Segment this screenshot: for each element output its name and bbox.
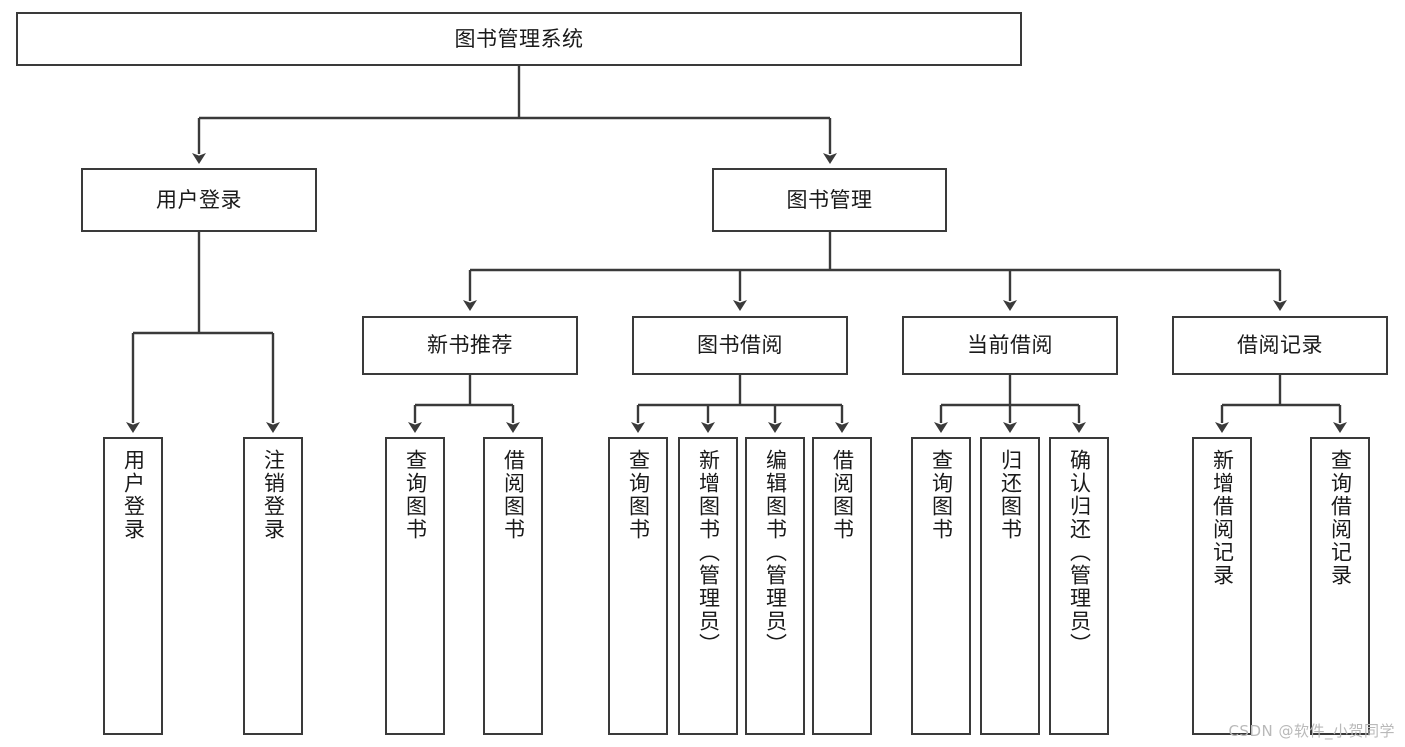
leaf-newbook-query[interactable]: 查询图书 bbox=[385, 437, 445, 735]
leaf-current-confirm-return[interactable]: 确认归还（管理员） bbox=[1049, 437, 1109, 735]
node-root-label: 图书管理系统 bbox=[454, 26, 584, 51]
leaf-borrow-query[interactable]: 查询图书 bbox=[608, 437, 668, 735]
leaf-user-login[interactable]: 用户登录 bbox=[103, 437, 163, 735]
node-root[interactable]: 图书管理系统 bbox=[16, 12, 1022, 66]
node-borrow-records-label: 借阅记录 bbox=[1237, 333, 1323, 358]
leaf-user-logout-label: 注销登录 bbox=[261, 449, 286, 541]
leaf-records-query[interactable]: 查询借阅记录 bbox=[1310, 437, 1370, 735]
leaf-borrow-lend-book-label: 借阅图书 bbox=[830, 449, 855, 541]
leaf-borrow-query-label: 查询图书 bbox=[626, 449, 651, 541]
leaf-current-confirm-return-label: 确认归还（管理员） bbox=[1067, 449, 1092, 656]
node-book-management-label: 图书管理 bbox=[786, 187, 873, 212]
leaf-current-return[interactable]: 归还图书 bbox=[980, 437, 1040, 735]
leaf-borrow-lend-book[interactable]: 借阅图书 bbox=[812, 437, 872, 735]
leaf-user-login-label: 用户登录 bbox=[121, 449, 146, 541]
leaf-current-query[interactable]: 查询图书 bbox=[911, 437, 971, 735]
node-borrow-records[interactable]: 借阅记录 bbox=[1172, 316, 1388, 375]
node-new-book-recommend-label: 新书推荐 bbox=[427, 333, 513, 358]
leaf-newbook-query-label: 查询图书 bbox=[403, 449, 428, 541]
leaf-newbook-borrow[interactable]: 借阅图书 bbox=[483, 437, 543, 735]
csdn-watermark: CSDN @软件_小贺同学 bbox=[1228, 722, 1395, 740]
leaf-current-query-label: 查询图书 bbox=[929, 449, 954, 541]
node-current-borrow-label: 当前借阅 bbox=[967, 333, 1053, 358]
node-user-login[interactable]: 用户登录 bbox=[81, 168, 317, 232]
leaf-user-logout[interactable]: 注销登录 bbox=[243, 437, 303, 735]
leaf-records-add[interactable]: 新增借阅记录 bbox=[1192, 437, 1252, 735]
leaf-borrow-edit-book[interactable]: 编辑图书（管理员） bbox=[745, 437, 805, 735]
leaf-borrow-add-book[interactable]: 新增图书（管理员） bbox=[678, 437, 738, 735]
node-book-borrow-label: 图书借阅 bbox=[697, 333, 783, 358]
node-new-book-recommend[interactable]: 新书推荐 bbox=[362, 316, 578, 375]
node-user-login-label: 用户登录 bbox=[156, 187, 242, 212]
leaf-borrow-edit-book-label: 编辑图书（管理员） bbox=[763, 449, 788, 656]
leaf-records-add-label: 新增借阅记录 bbox=[1210, 449, 1235, 587]
leaf-current-return-label: 归还图书 bbox=[998, 449, 1023, 541]
node-book-management[interactable]: 图书管理 bbox=[712, 168, 947, 232]
leaf-records-query-label: 查询借阅记录 bbox=[1328, 449, 1353, 587]
node-current-borrow[interactable]: 当前借阅 bbox=[902, 316, 1118, 375]
leaf-newbook-borrow-label: 借阅图书 bbox=[501, 449, 526, 541]
leaf-borrow-add-book-label: 新增图书（管理员） bbox=[696, 449, 721, 656]
node-book-borrow[interactable]: 图书借阅 bbox=[632, 316, 848, 375]
